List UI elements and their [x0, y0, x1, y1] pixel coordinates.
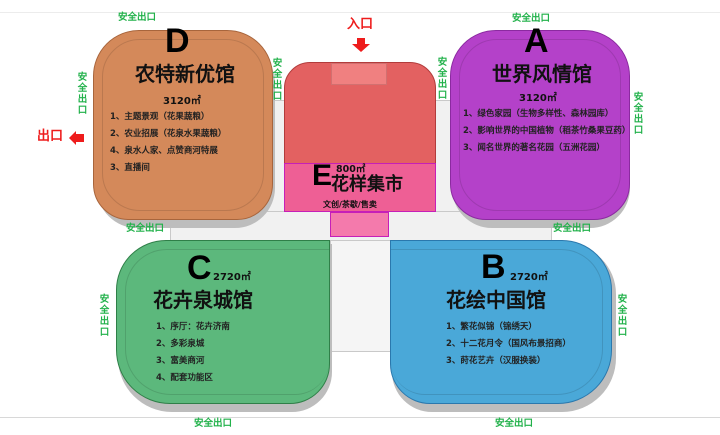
hall-c-item: 3、富美商河 — [156, 356, 205, 366]
hall-e-stage — [331, 63, 387, 85]
hall-d-item: 2、农业招展（花泉水果蔬粮） — [110, 129, 227, 139]
safety-exit-d-top: 安全出口 — [118, 12, 157, 23]
hall-e-upper[interactable] — [284, 62, 436, 164]
ground-line — [0, 417, 720, 418]
hall-d-letter: D — [165, 22, 190, 60]
hall-a-item: 3、闻名世界的著名花园（五洲花园） — [463, 143, 605, 153]
safety-exit-d-bottom: 安全出口 — [126, 223, 165, 234]
hall-e-annex — [330, 212, 389, 237]
safety-exit-b-bottom: 安全出口 — [495, 418, 534, 429]
safety-exit-d-right: 安全出口 — [272, 58, 283, 102]
safety-exit-b-right: 安全出口 — [617, 294, 628, 338]
hall-b-name: 花绘中国馆 — [446, 288, 546, 312]
hall-a-area: 3120㎡ — [519, 93, 557, 104]
hall-c-item: 2、多彩泉城 — [156, 339, 205, 349]
hall-a[interactable] — [450, 30, 630, 220]
hall-e-area: 800㎡ — [336, 164, 366, 175]
hall-b-item: 1、繁花似锦（锦绣天） — [446, 322, 537, 332]
hall-d-items: 1、主题景观（花果蔬粮） 2、农业招展（花泉水果蔬粮） 4、泉水人家、点赞商河特… — [110, 109, 226, 177]
hall-c-name: 花卉泉城馆 — [153, 288, 253, 312]
hall-b-item: 3、莳花艺卉（汉服换装） — [446, 356, 546, 366]
hall-e-letter: E — [312, 159, 333, 192]
safety-exit-a-bottom: 安全出口 — [553, 223, 592, 234]
hall-c-item: 4、配套功能区 — [156, 373, 213, 383]
hall-d-item: 1、主题景观（花果蔬粮） — [110, 112, 210, 122]
hall-e-subtitle: 文创/茶歇/售卖 — [323, 200, 377, 209]
hall-a-letter: A — [524, 22, 549, 60]
hall-d-item: 4、泉水人家、点赞商河特展 — [110, 146, 218, 156]
safety-exit-e-right: 安全出口 — [437, 57, 448, 101]
hall-c-area: 2720㎡ — [213, 272, 251, 283]
hall-b-item: 2、十二花月令（国风布景招商） — [446, 339, 571, 349]
hall-d-item: 3、直播间 — [110, 163, 150, 173]
hall-b[interactable] — [390, 240, 612, 404]
hall-d-inner-rim — [102, 39, 264, 211]
hall-e-lower[interactable] — [284, 163, 436, 212]
hall-b-items: 1、繁花似锦（锦绣天） 2、十二花月令（国风布景招商） 3、莳花艺卉（汉服换装） — [446, 319, 571, 370]
hall-a-inner-rim — [459, 39, 621, 211]
hall-a-items: 1、绿色家园（生物多样性、森林园库） 2、影响世界的中国植物（稻茶竹桑果豆药） … — [463, 106, 630, 157]
hall-c-letter: C — [187, 249, 212, 287]
hall-a-name: 世界风情馆 — [492, 62, 592, 86]
safety-exit-c-left: 安全出口 — [99, 294, 110, 338]
hall-a-item: 1、绿色家园（生物多样性、森林园库） — [463, 109, 614, 119]
hall-c-inner-rim — [125, 249, 329, 395]
hall-c[interactable] — [116, 240, 330, 404]
entrance-label: 入口 — [347, 17, 374, 32]
hall-b-area: 2720㎡ — [510, 272, 548, 283]
hall-d-area: 3120㎡ — [163, 96, 201, 107]
hall-d[interactable] — [93, 30, 273, 220]
hall-c-items: 1、序厅：花卉济南 2、多彩泉城 3、富美商河 4、配套功能区 — [156, 319, 230, 387]
hall-a-item: 2、影响世界的中国植物（稻茶竹桑果豆药） — [463, 126, 631, 136]
south-corridor — [330, 240, 392, 352]
safety-exit-a-top: 安全出口 — [512, 13, 551, 24]
safety-exit-a-right: 安全出口 — [633, 92, 644, 136]
exit-label: 出口 — [37, 129, 64, 144]
safety-exit-d-left: 安全出口 — [77, 72, 88, 116]
hall-c-item: 1、序厅：花卉济南 — [156, 322, 230, 332]
hall-e-name: 花样集市 — [331, 174, 403, 195]
top-border-line — [0, 12, 720, 13]
safety-exit-c-bottom: 安全出口 — [194, 418, 233, 429]
hall-b-letter: B — [481, 248, 506, 286]
hall-b-inner-rim — [391, 249, 603, 395]
hall-d-name: 农特新优馆 — [135, 62, 235, 86]
